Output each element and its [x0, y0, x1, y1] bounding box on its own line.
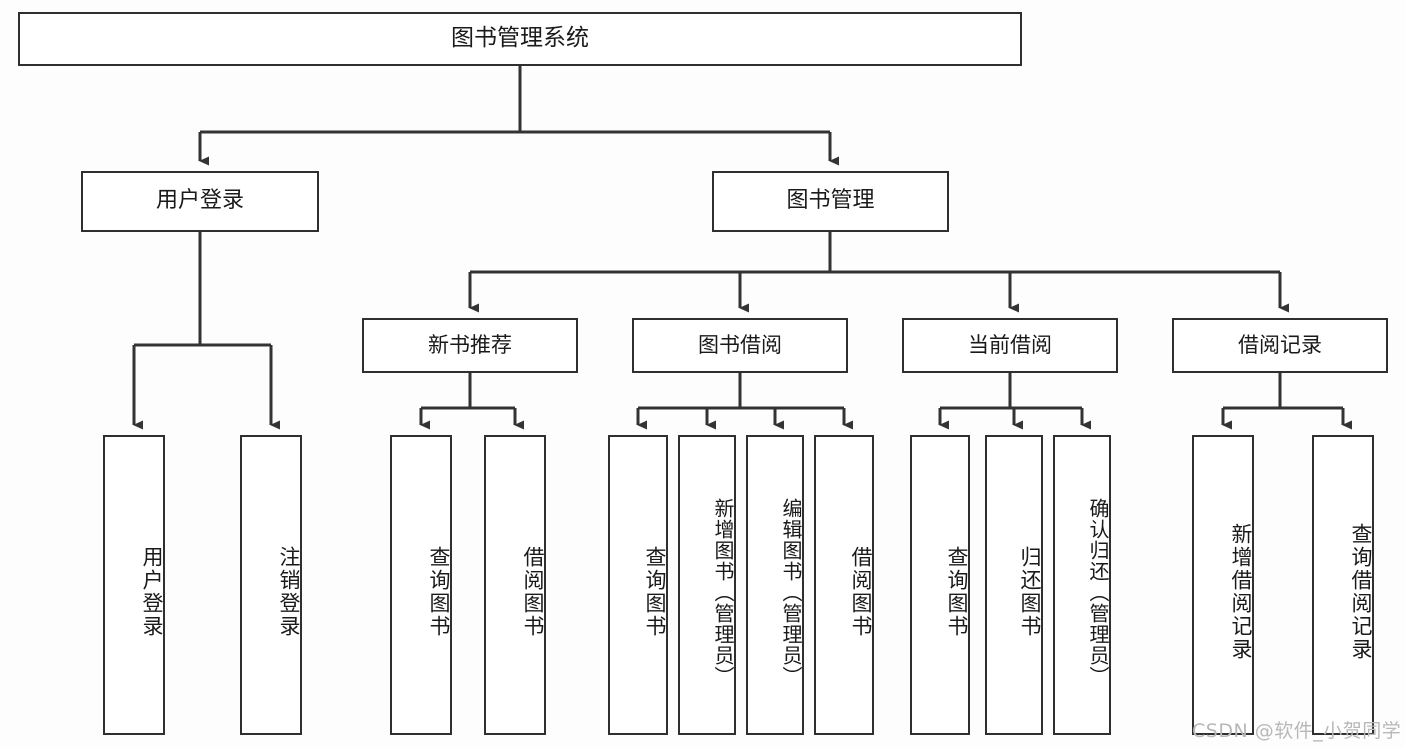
node-user-login[interactable]: 用户登录	[81, 171, 319, 232]
node-user-login-label: 用户登录	[155, 188, 244, 214]
leaf-borrow-book-label: 借阅图书	[849, 546, 873, 638]
leaf-add-book-admin-label: 新增图书（管理员）	[711, 497, 735, 687]
leaf-query-book-borrow[interactable]: 查询图书	[608, 435, 668, 735]
leaf-add-borrow-record-label: 新增借阅记录	[1229, 523, 1253, 661]
leaf-add-borrow-record[interactable]: 新增借阅记录	[1192, 435, 1254, 735]
node-new-book-recommend-label: 新书推荐	[428, 332, 512, 357]
leaf-borrow-book-recommend[interactable]: 借阅图书	[484, 435, 546, 735]
leaf-user-login-label: 用户登录	[140, 546, 164, 638]
node-book-management-label: 图书管理	[786, 188, 875, 214]
node-book-management[interactable]: 图书管理	[712, 171, 949, 232]
leaf-query-book-borrow-label: 查询图书	[643, 546, 667, 638]
leaf-logout[interactable]: 注销登录	[240, 435, 302, 735]
node-book-borrow[interactable]: 图书借阅	[632, 318, 848, 373]
leaf-confirm-return-admin[interactable]: 确认归还（管理员）	[1053, 435, 1111, 735]
leaf-add-book-admin[interactable]: 新增图书（管理员）	[678, 435, 736, 735]
leaf-edit-book-admin-label: 编辑图书（管理员）	[779, 497, 803, 687]
node-borrow-record[interactable]: 借阅记录	[1172, 318, 1388, 373]
leaf-logout-label: 注销登录	[277, 546, 301, 638]
node-root-label: 图书管理系统	[451, 25, 589, 52]
leaf-query-borrow-record-label: 查询借阅记录	[1349, 523, 1373, 661]
leaf-borrow-book[interactable]: 借阅图书	[814, 435, 874, 735]
leaf-user-login[interactable]: 用户登录	[103, 435, 165, 735]
node-root[interactable]: 图书管理系统	[18, 12, 1022, 66]
node-new-book-recommend[interactable]: 新书推荐	[362, 318, 578, 373]
leaf-query-book-recommend[interactable]: 查询图书	[390, 435, 452, 735]
csdn-watermark: CSDN @软件_小贺同学	[1192, 720, 1402, 742]
leaf-borrow-book-recommend-label: 借阅图书	[521, 546, 545, 638]
leaf-query-book-recommend-label: 查询图书	[427, 546, 451, 638]
leaf-edit-book-admin[interactable]: 编辑图书（管理员）	[746, 435, 804, 735]
leaf-return-book[interactable]: 归还图书	[985, 435, 1043, 735]
node-current-borrow[interactable]: 当前借阅	[902, 318, 1118, 373]
leaf-return-book-label: 归还图书	[1018, 546, 1042, 638]
node-borrow-record-label: 借阅记录	[1238, 332, 1322, 357]
leaf-query-borrow-record[interactable]: 查询借阅记录	[1312, 435, 1374, 735]
leaf-query-book-current[interactable]: 查询图书	[910, 435, 970, 735]
node-book-borrow-label: 图书借阅	[698, 332, 782, 357]
node-current-borrow-label: 当前借阅	[968, 332, 1052, 357]
leaf-confirm-return-admin-label: 确认归还（管理员）	[1086, 497, 1110, 687]
leaf-query-book-current-label: 查询图书	[945, 546, 969, 638]
